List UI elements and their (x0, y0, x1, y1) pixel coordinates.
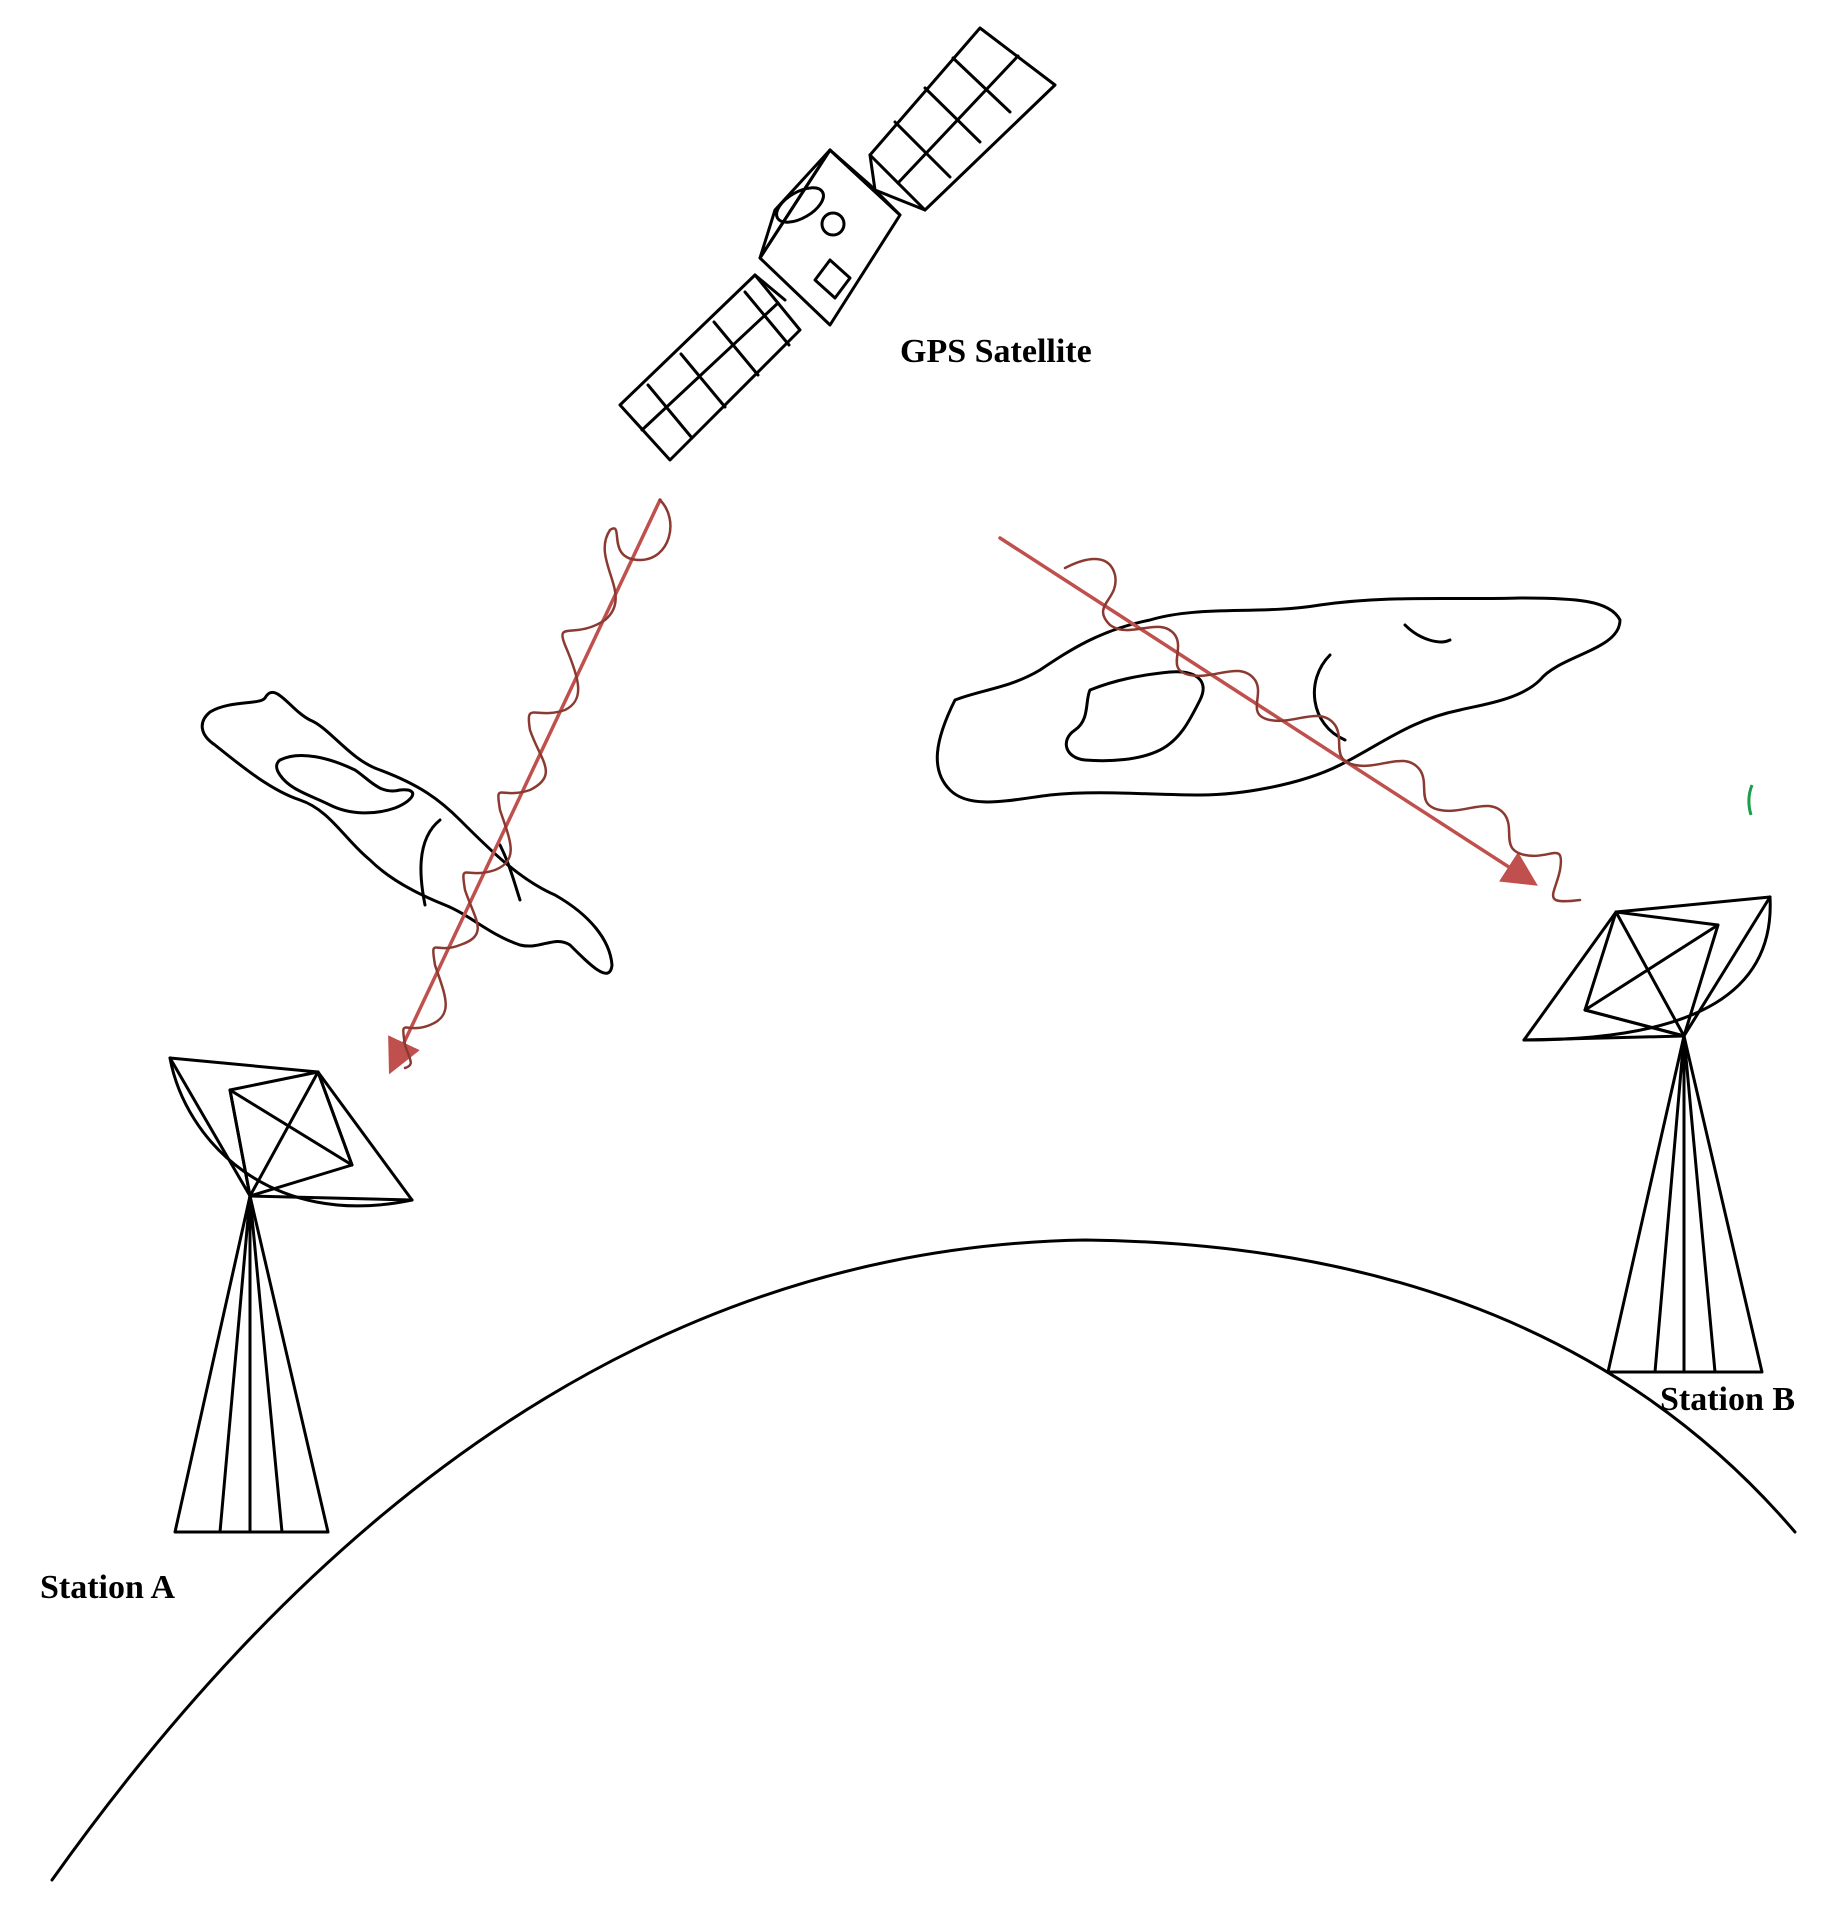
cloud-right-fold (1313, 623, 1452, 742)
green-mark (1747, 784, 1754, 816)
cloud-left-inner (275, 753, 414, 815)
earth-horizon (50, 1238, 1797, 1882)
solar-panel-lower (618, 273, 802, 462)
cloud-right (935, 596, 1622, 804)
gps-satellite (618, 26, 1057, 462)
cloud-right-inner (1064, 670, 1205, 763)
satellite-body (758, 148, 902, 327)
signal-wave-a (402, 498, 672, 1070)
station-b-label: Station B (1660, 1381, 1795, 1418)
station-a-antenna (168, 1056, 414, 1534)
signal-ray-b (998, 536, 1538, 886)
signal-ray-a (388, 498, 662, 1075)
signal-path-b (998, 536, 1582, 903)
station-b-antenna (1522, 895, 1772, 1374)
cloud-left (200, 690, 614, 975)
signal-wave-b (1063, 557, 1582, 903)
satellite-label: GPS Satellite (900, 333, 1092, 370)
signal-path-a (388, 498, 672, 1075)
station-a-label: Station A (40, 1569, 176, 1606)
solar-panel-upper (868, 26, 1057, 212)
cloud-left-fold (419, 818, 522, 907)
